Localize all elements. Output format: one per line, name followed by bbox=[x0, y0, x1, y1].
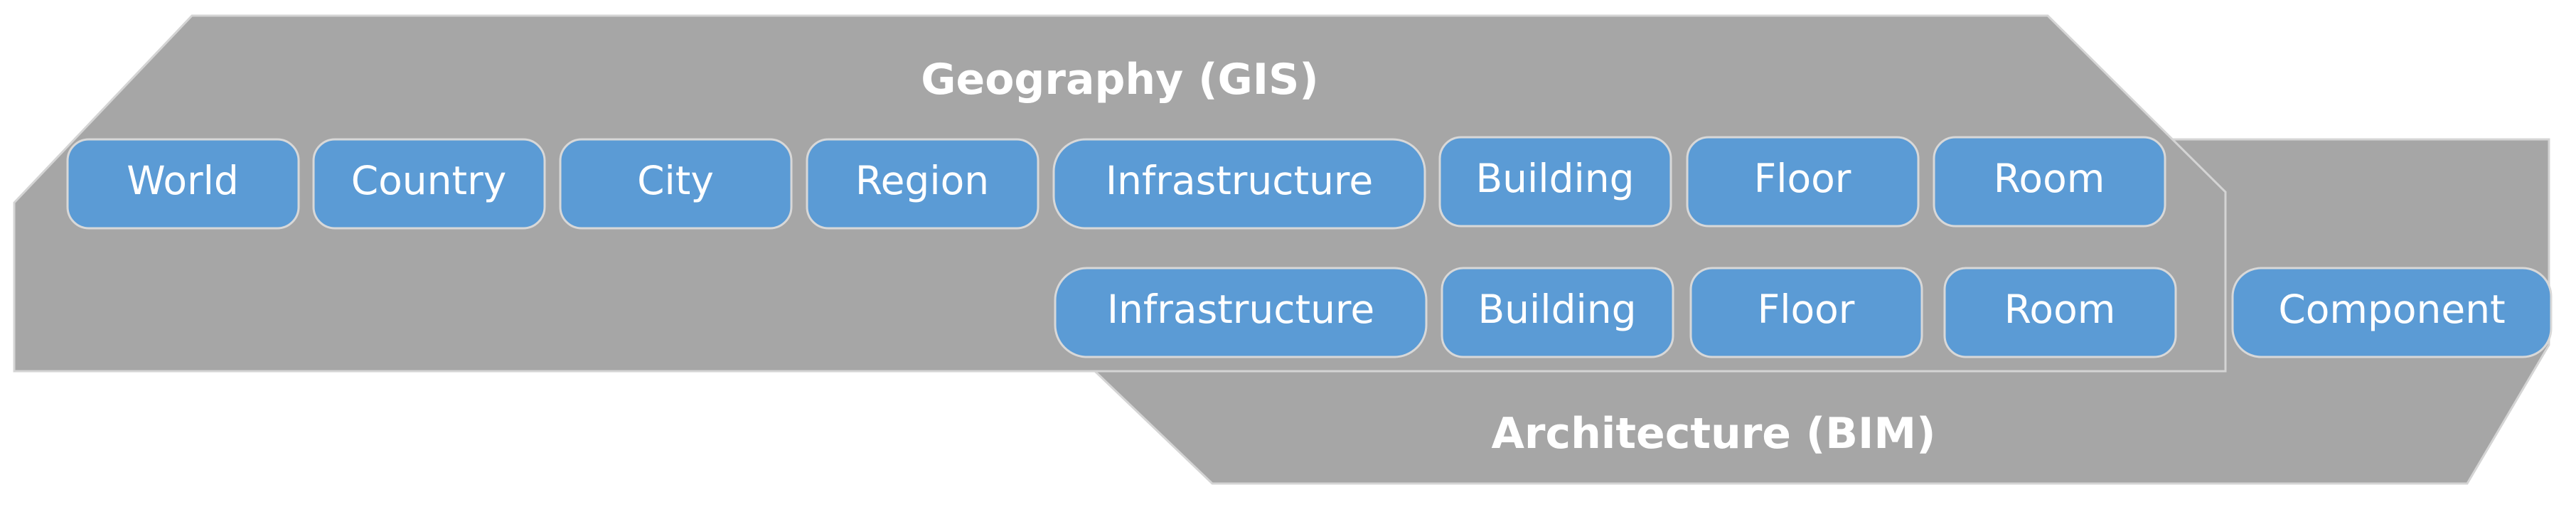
bim-box-label: Infrastructure bbox=[1107, 287, 1374, 332]
bim-box-room: Room bbox=[1943, 267, 2177, 358]
bim-box-label: Component bbox=[2278, 287, 2505, 332]
gis-box-label: Room bbox=[1994, 156, 2105, 201]
bim-box-label: Floor bbox=[1758, 287, 1855, 332]
bim-band-title: Architecture (BIM) bbox=[1492, 409, 1936, 459]
gis-box-city: City bbox=[559, 138, 793, 230]
gis-box-label: World bbox=[127, 158, 239, 203]
gis-box-world: World bbox=[66, 138, 300, 230]
bim-box-building: Building bbox=[1441, 267, 1674, 358]
gis-box-label: Country bbox=[351, 158, 507, 203]
gis-box-label: Floor bbox=[1754, 156, 1851, 201]
gis-box-room: Room bbox=[1933, 136, 2166, 228]
gis-box-building: Building bbox=[1438, 136, 1672, 228]
gis-box-country: Country bbox=[312, 138, 546, 230]
gis-box-infrastructure: Infrastructure bbox=[1052, 138, 1426, 230]
gis-box-label: City bbox=[637, 158, 714, 203]
bim-box-component: Component bbox=[2231, 267, 2553, 358]
gis-box-label: Infrastructure bbox=[1106, 158, 1373, 203]
bim-box-infrastructure: Infrastructure bbox=[1054, 267, 1428, 358]
gis-box-label: Region bbox=[855, 158, 989, 203]
gis-box-label: Building bbox=[1475, 156, 1634, 201]
gis-band-title: Geography (GIS) bbox=[921, 55, 1318, 105]
bim-box-floor: Floor bbox=[1689, 267, 1923, 358]
bim-box-label: Building bbox=[1477, 287, 1636, 332]
gis-box-floor: Floor bbox=[1686, 136, 1920, 228]
bim-box-label: Room bbox=[2004, 287, 2116, 332]
gis-box-region: Region bbox=[806, 138, 1040, 230]
